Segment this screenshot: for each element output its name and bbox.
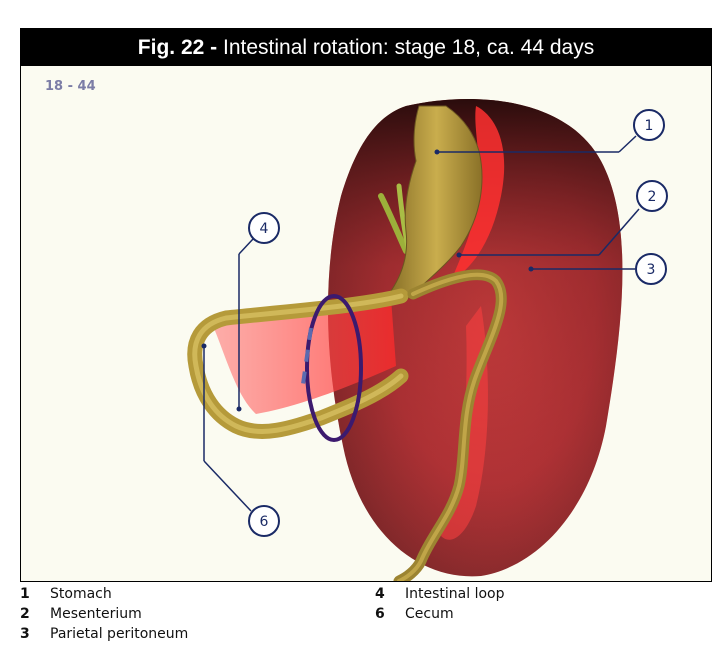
- figure-title-bar: Fig. 22 - Intestinal rotation: stage 18,…: [21, 29, 711, 66]
- legend-number: 1: [20, 586, 50, 602]
- callout-label: 1: [645, 118, 654, 134]
- callout-label: 2: [648, 189, 657, 205]
- legend-label: Parietal peritoneum: [50, 626, 188, 642]
- figure-panel: Fig. 22 - Intestinal rotation: stage 18,…: [20, 28, 712, 582]
- callout-label: 6: [260, 514, 269, 530]
- legend-number: 2: [20, 606, 50, 622]
- legend-number: 6: [375, 606, 405, 622]
- figure-title: Intestinal rotation: stage 18, ca. 44 da…: [223, 36, 594, 59]
- legend-label: Mesenterium: [50, 606, 142, 622]
- intestinal-rotation-illustration: 1 2 3 4 6: [21, 66, 711, 581]
- legend-label: Stomach: [50, 586, 112, 602]
- callout-label: 3: [647, 262, 656, 278]
- figure-number: Fig. 22 -: [138, 36, 217, 59]
- legend-label: Intestinal loop: [405, 586, 504, 602]
- legend-number: 3: [20, 626, 50, 642]
- callout-label: 4: [260, 221, 269, 237]
- legend-label: Cecum: [405, 606, 454, 622]
- legend-number: 4: [375, 586, 405, 602]
